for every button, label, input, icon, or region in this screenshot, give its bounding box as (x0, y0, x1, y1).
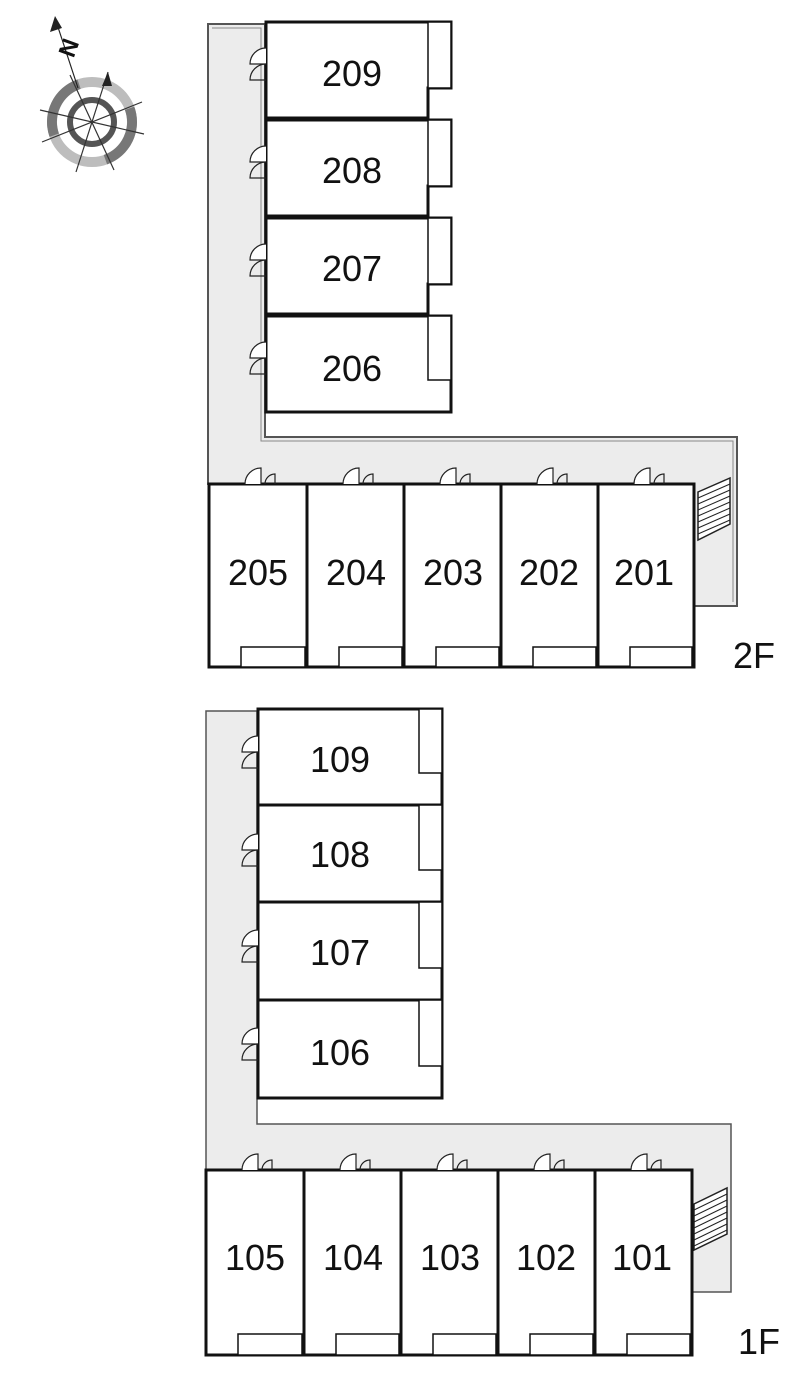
unit-109: 109 (241, 707, 444, 807)
unit-label: 203 (423, 552, 483, 593)
unit-207: 207 (249, 216, 453, 316)
unit-label: 108 (310, 834, 370, 875)
unit-203: 203 (402, 467, 503, 669)
north-label: N (54, 35, 85, 61)
unit-102: 102 (496, 1153, 597, 1357)
floor-2f: 209 208 207 206 20 (207, 20, 775, 676)
unit-label: 103 (420, 1237, 480, 1278)
unit-label: 107 (310, 932, 370, 973)
staircase (693, 1186, 728, 1252)
unit-206: 206 (249, 314, 453, 414)
unit-101: 101 (593, 1153, 694, 1357)
unit-202: 202 (499, 467, 600, 669)
unit-label: 109 (310, 739, 370, 780)
floor-1f: 109 108 107 106 105 (204, 707, 780, 1362)
floor-label: 1F (738, 1321, 780, 1362)
unit-label: 208 (322, 150, 382, 191)
unit-label: 206 (322, 348, 382, 389)
unit-106: 106 (241, 998, 444, 1100)
unit-209: 209 (249, 20, 453, 120)
unit-label: 207 (322, 248, 382, 289)
unit-208: 208 (249, 118, 453, 218)
unit-105: 105 (204, 1153, 306, 1357)
unit-label: 202 (519, 552, 579, 593)
unit-108: 108 (241, 803, 444, 904)
unit-label: 105 (225, 1237, 285, 1278)
unit-label: 106 (310, 1032, 370, 1073)
unit-201: 201 (596, 467, 696, 669)
unit-204: 204 (305, 467, 406, 669)
unit-label: 102 (516, 1237, 576, 1278)
unit-205: 205 (207, 467, 309, 669)
unit-label: 101 (612, 1237, 672, 1278)
unit-label: 201 (614, 552, 674, 593)
unit-label: 209 (322, 53, 382, 94)
unit-104: 104 (302, 1153, 403, 1357)
unit-label: 104 (323, 1237, 383, 1278)
staircase (697, 476, 731, 542)
unit-label: 204 (326, 552, 386, 593)
compass-icon: N (39, 16, 145, 173)
unit-107: 107 (241, 900, 444, 1002)
unit-103: 103 (399, 1153, 500, 1357)
unit-label: 205 (228, 552, 288, 593)
floor-label: 2F (733, 635, 775, 676)
